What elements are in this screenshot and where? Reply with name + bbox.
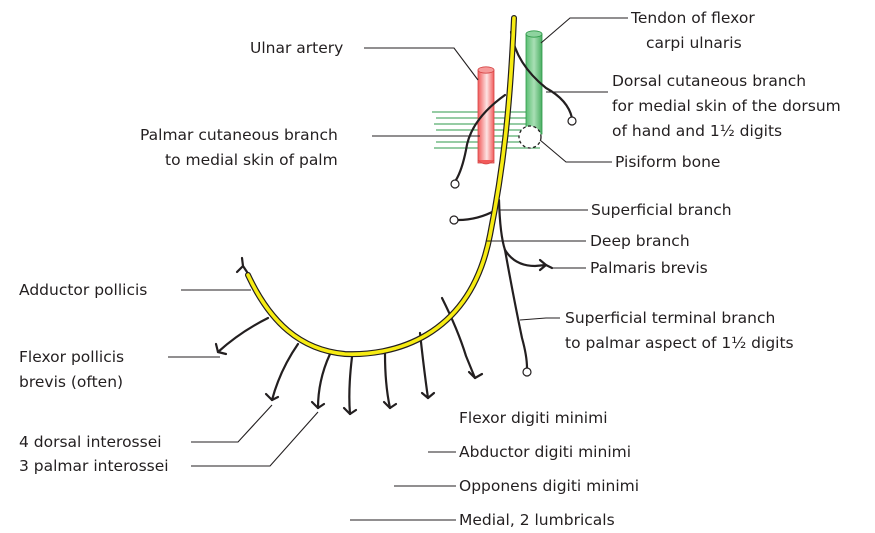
dorsal-cutaneous-branch: [511, 32, 576, 125]
ulnar-artery: [478, 67, 494, 164]
label-dorsal-interossei: 4 dorsal interossei: [19, 433, 162, 451]
palmaris-brevis-branch: [505, 250, 552, 270]
label-deep-branch: Deep branch: [590, 232, 690, 250]
label-tendon-fcu-1: Tendon of flexor: [630, 9, 755, 27]
label-tendon-fcu-2: carpi ulnaris: [646, 34, 742, 52]
label-fpb-2: brevis (often): [19, 373, 123, 391]
superficial-branch: [499, 200, 505, 250]
label-palmar-cutaneous-2: to medial skin of palm: [165, 151, 338, 169]
ulnar-nerve: [248, 18, 514, 354]
pisiform-bone: [519, 126, 541, 148]
label-adductor-pollicis: Adductor pollicis: [19, 281, 147, 299]
label-palmaris-brevis: Palmaris brevis: [590, 259, 708, 277]
label-palmar-cutaneous-1: Palmar cutaneous branch: [140, 126, 338, 144]
label-pisiform: Pisiform bone: [615, 153, 720, 171]
label-dorsal-cutaneous-1: Dorsal cutaneous branch: [612, 72, 806, 90]
label-dorsal-cutaneous-3: of hand and 1½ digits: [612, 122, 782, 140]
label-superficial-branch: Superficial branch: [591, 201, 732, 219]
superficial-terminal-branch: [505, 250, 531, 376]
label-superficial-terminal-1: Superficial terminal branch: [565, 309, 775, 327]
label-medial-lumbricals: Medial, 2 lumbricals: [459, 511, 615, 529]
labels: Tendon of flexor carpi ulnaris Ulnar art…: [19, 9, 841, 529]
label-flexor-digiti-minimi: Flexor digiti minimi: [459, 409, 608, 427]
label-opponens-digiti-minimi: Opponens digiti minimi: [459, 477, 639, 495]
label-palmar-interossei: 3 palmar interossei: [19, 457, 169, 475]
label-ulnar-artery: Ulnar artery: [250, 39, 343, 57]
label-dorsal-cutaneous-2: for medial skin of the dorsum: [612, 97, 841, 115]
small-hypothenar-branch: [450, 210, 496, 224]
label-fpb-1: Flexor pollicis: [19, 348, 124, 366]
deep-branch-twigs: [216, 258, 482, 414]
label-superficial-terminal-2: to palmar aspect of 1½ digits: [565, 334, 794, 352]
label-abductor-digiti-minimi: Abductor digiti minimi: [459, 443, 631, 461]
